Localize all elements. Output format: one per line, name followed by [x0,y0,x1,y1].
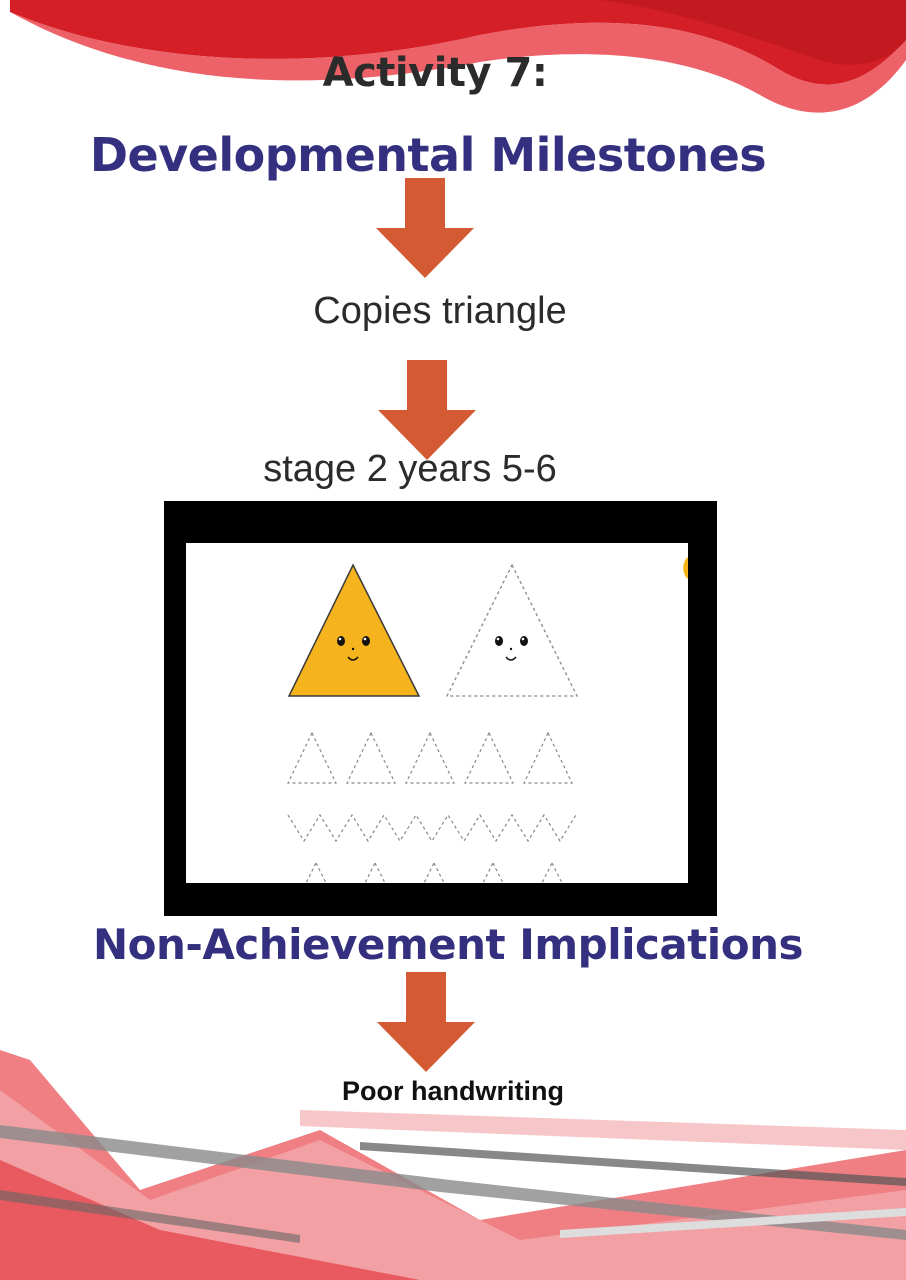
triangle-tracing-worksheet [186,543,688,883]
implications-heading: Non-Achievement Implications [93,920,803,969]
milestone-skill: Copies triangle [313,290,567,332]
milestones-heading: Developmental Milestones [89,128,767,182]
milestone-stage: stage 2 years 5-6 [263,448,557,490]
bottom-swoosh-decoration [0,1050,906,1280]
implication-item: Poor handwriting [342,1076,564,1106]
worksheet-illustration [287,557,688,883]
dotted-triangle-row-partial [305,861,563,883]
worksheet-image-frame [164,501,717,916]
down-arrow-icon [378,360,476,460]
down-arrow-icon [376,178,474,278]
dotted-zigzag-line [287,813,577,843]
down-arrow-icon [377,972,475,1072]
top-wave-banner [10,0,906,113]
activity-label: Activity 7: [322,50,548,96]
dotted-triangle-row [287,731,573,784]
dotted-triangle-icon [445,563,579,697]
smiling-triangle-icon [287,563,421,697]
